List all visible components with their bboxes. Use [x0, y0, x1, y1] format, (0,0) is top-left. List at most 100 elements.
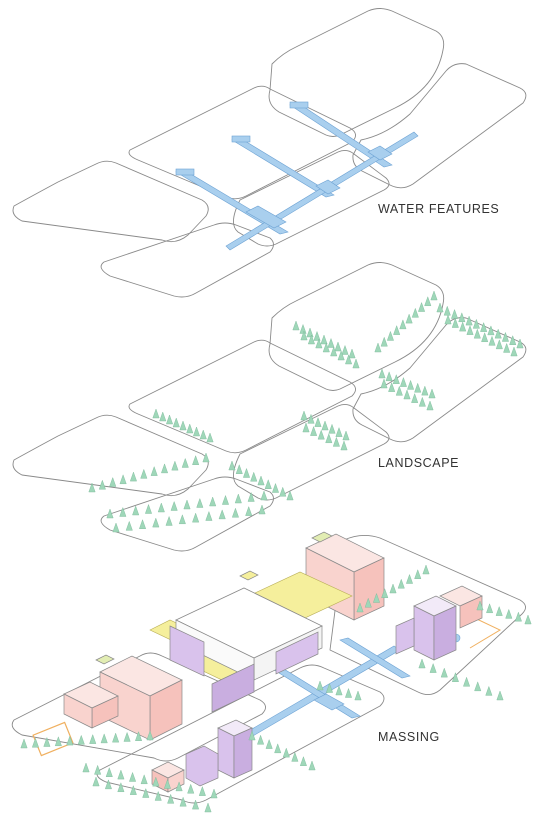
- tree-icon: [373, 592, 380, 603]
- tree-icon: [429, 662, 437, 673]
- tree-icon: [222, 494, 229, 505]
- tree-icon: [314, 417, 322, 427]
- tree-icon: [98, 479, 106, 490]
- tree-icon: [166, 414, 173, 425]
- tree-icon: [505, 608, 513, 619]
- plot-southwest: [100, 222, 274, 298]
- building-face: [433, 605, 457, 661]
- tree-icon: [405, 313, 413, 324]
- water-channels: [239, 633, 461, 741]
- tree-icon: [316, 680, 324, 691]
- tree-icon: [248, 730, 256, 741]
- water-basin: [175, 168, 195, 176]
- tree-icon: [397, 578, 405, 589]
- tree-icon: [82, 762, 90, 773]
- tree-icon: [192, 799, 200, 810]
- tree-icon: [451, 308, 459, 319]
- water-features-layer: WATER FEATURES: [12, 8, 527, 298]
- tree-icon: [140, 774, 148, 785]
- tree-icon: [199, 429, 207, 440]
- tree-icon: [20, 738, 28, 749]
- tree-icon: [436, 302, 444, 313]
- tree-icon: [179, 796, 187, 807]
- site-plots: [12, 262, 527, 552]
- tree-icon: [291, 751, 299, 762]
- tree-icon: [142, 787, 150, 798]
- tree-icon: [205, 510, 213, 521]
- tree-icon: [334, 341, 342, 352]
- tree-icon: [465, 315, 473, 326]
- tree-icon: [476, 600, 484, 611]
- tree-icon: [140, 468, 148, 479]
- tree-icon: [117, 782, 125, 792]
- tree-icon: [524, 614, 532, 625]
- building-face: [169, 625, 205, 677]
- tree-icon: [125, 520, 133, 531]
- tree-icon: [458, 312, 466, 323]
- tree-icon: [175, 781, 183, 792]
- tree-icon: [282, 747, 290, 758]
- water-basin: [231, 135, 251, 143]
- tree-icon: [104, 779, 112, 790]
- tree-icon: [192, 455, 200, 465]
- tree-icon: [485, 685, 493, 696]
- tree-icon: [322, 342, 330, 353]
- tree-icon: [161, 463, 169, 474]
- tree-icon: [234, 493, 242, 504]
- tree-icon: [345, 354, 353, 365]
- building-face: [459, 595, 483, 629]
- tree-icon: [279, 486, 287, 497]
- tree-icon: [356, 602, 364, 613]
- tree-icon: [66, 735, 74, 746]
- tree-icon: [187, 783, 195, 794]
- tree-icon: [257, 475, 265, 486]
- tree-icon: [135, 731, 143, 741]
- tree-icon: [210, 788, 218, 799]
- building-top: [311, 531, 333, 543]
- tree-icon: [43, 736, 51, 747]
- tree-icon: [54, 736, 62, 747]
- tree-icon: [129, 785, 137, 795]
- water-pool: [313, 693, 345, 711]
- tree-icon: [209, 496, 217, 507]
- tree-icon: [315, 338, 323, 349]
- plot-northeast: [268, 8, 445, 137]
- tree-icon: [139, 519, 147, 529]
- tree-icon: [105, 767, 113, 777]
- tree-icon: [243, 467, 250, 478]
- tree-icon: [488, 335, 496, 346]
- tree-icon: [179, 420, 187, 431]
- building-top: [95, 654, 115, 665]
- tree-icon: [321, 420, 329, 431]
- tree-icon: [299, 323, 307, 334]
- tree-icon: [206, 432, 214, 443]
- tree-icon: [327, 337, 335, 348]
- tree-icon: [129, 471, 137, 482]
- tree-icon: [112, 732, 120, 743]
- tree-icon: [307, 334, 315, 345]
- layer-label-water-features: WATER FEATURES: [378, 202, 499, 216]
- tree-icon: [414, 382, 422, 393]
- tree-icon: [406, 573, 413, 584]
- tree-icon: [444, 314, 452, 325]
- tree-icon: [178, 514, 186, 525]
- tree-icon: [503, 342, 511, 353]
- tree-icon: [260, 490, 268, 501]
- tree-icon: [403, 389, 411, 400]
- tree-icon: [159, 411, 167, 422]
- tree-icon: [352, 358, 360, 369]
- tree-icon: [426, 400, 434, 411]
- tree-icon: [247, 491, 255, 502]
- tree-icon: [335, 685, 343, 696]
- tree-icon: [204, 802, 212, 813]
- tree-icon: [218, 509, 226, 520]
- tree-icon: [378, 368, 386, 379]
- tree-icon: [399, 319, 407, 330]
- tree-icon: [292, 320, 300, 331]
- landscape-layer: LANDSCAPE: [12, 262, 527, 552]
- tree-icon: [258, 504, 266, 515]
- tree-icon: [196, 497, 204, 508]
- water-channels: [175, 101, 419, 251]
- tree-icon: [328, 423, 336, 434]
- tree-icon: [94, 764, 102, 775]
